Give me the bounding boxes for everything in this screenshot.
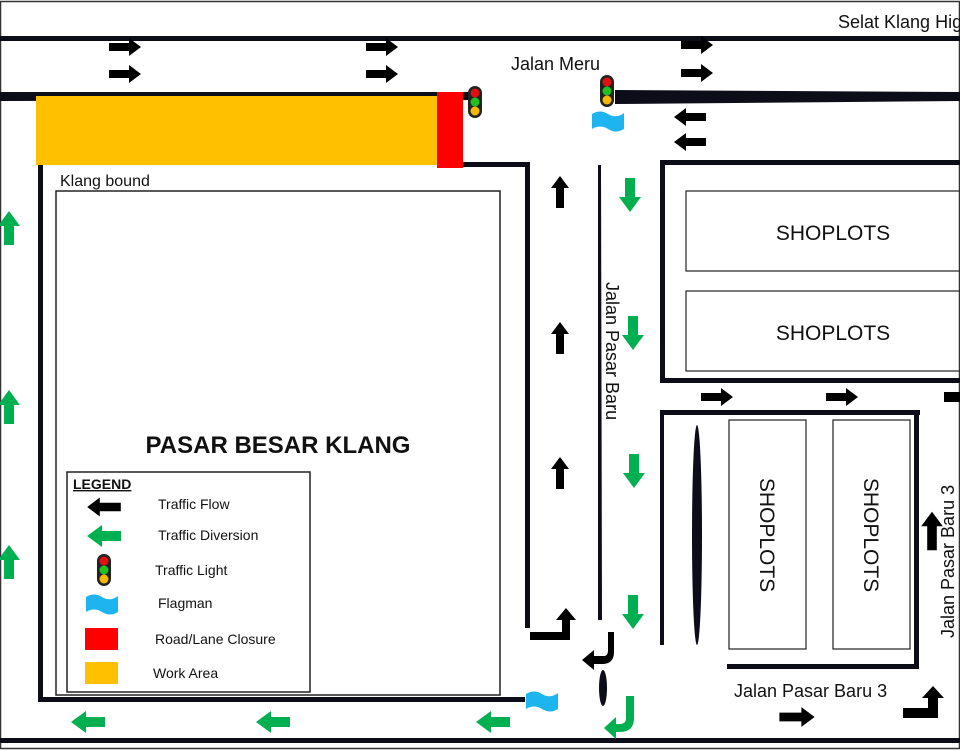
traffic-flow-arrow-icon bbox=[701, 388, 733, 406]
diversion-arrow-icon bbox=[476, 711, 510, 733]
work-area bbox=[36, 96, 440, 165]
diversion-arrow-icon bbox=[256, 711, 290, 733]
traffic-flow-arrow-icon bbox=[681, 64, 713, 82]
traffic-light-icon bbox=[468, 86, 482, 118]
jalan-pasar-baru-3-label: Jalan Pasar Baru 3 bbox=[734, 681, 887, 701]
jalan-meru-label: Jalan Meru bbox=[511, 54, 600, 74]
diversion-arrow-icon bbox=[0, 211, 20, 245]
diversion-arrow-icon bbox=[622, 595, 644, 629]
traffic-flow-arrow-icon bbox=[551, 176, 569, 208]
legend-title: LEGEND bbox=[73, 476, 131, 492]
turn-arrow-icon bbox=[530, 608, 576, 640]
shoplot-block bbox=[832, 419, 911, 650]
highway-label: Selat Klang Hig bbox=[838, 12, 960, 32]
traffic-light-icon bbox=[97, 554, 111, 586]
traffic-flow-arrow-icon bbox=[551, 322, 569, 354]
diversion-arrow-icon bbox=[0, 545, 20, 579]
legend-label: Traffic Light bbox=[155, 562, 227, 578]
flagman-icon bbox=[526, 691, 558, 712]
traffic-flow-arrow-icon bbox=[551, 457, 569, 489]
orange-square-icon bbox=[85, 662, 118, 684]
pasar-besar-label: PASAR BESAR KLANG bbox=[146, 432, 411, 459]
shoplot-block bbox=[728, 419, 807, 650]
legend-label: Work Area bbox=[153, 665, 218, 681]
u-turn-arrow-icon bbox=[582, 632, 614, 670]
shoplots-label: SHOPLOTS bbox=[859, 478, 882, 592]
lane-closure bbox=[437, 92, 463, 168]
traffic-light-icon bbox=[600, 75, 614, 107]
traffic-flow-arrow-icon bbox=[944, 392, 960, 402]
shoplots-label: SHOPLOTS bbox=[776, 222, 890, 245]
diversion-turn-arrow-icon bbox=[604, 696, 634, 739]
jalan-pasar-baru-3-vertical-label: Jalan Pasar Baru 3 bbox=[938, 485, 958, 638]
legend: LEGEND Traffic Flow Traffic Diversion Tr… bbox=[66, 471, 311, 693]
traffic-flow-arrow-icon bbox=[779, 707, 815, 727]
turn-arrow-icon bbox=[903, 686, 944, 718]
legend-label: Road/Lane Closure bbox=[155, 631, 276, 647]
jalan-pasar-baru-label: Jalan Pasar Baru bbox=[602, 282, 622, 420]
traffic-flow-arrow-icon bbox=[826, 388, 858, 406]
diversion-arrow-icon bbox=[622, 316, 644, 350]
shoplot-block bbox=[685, 190, 960, 272]
legend-label: Flagman bbox=[158, 595, 212, 611]
diversion-arrow-icon bbox=[619, 178, 641, 212]
pasar-besar-block bbox=[55, 190, 501, 696]
diversion-arrow-icon bbox=[623, 454, 645, 488]
traffic-flow-arrow-icon bbox=[674, 133, 706, 151]
diversion-arrow-icon bbox=[71, 711, 105, 733]
road-lines bbox=[0, 36, 960, 743]
traffic-flow-arrow-icon bbox=[109, 65, 141, 83]
shoplots-label: SHOPLOTS bbox=[755, 478, 778, 592]
traffic-flow-arrow-icon bbox=[366, 65, 398, 83]
klang-bound-label: Klang bound bbox=[60, 173, 150, 190]
legend-label: Traffic Flow bbox=[158, 496, 230, 512]
legend-label: Traffic Diversion bbox=[158, 527, 258, 543]
flagman-icon bbox=[592, 111, 624, 132]
red-square-icon bbox=[85, 628, 118, 650]
traffic-flow-arrow-icon bbox=[674, 108, 706, 126]
shoplots-label: SHOPLOTS bbox=[776, 322, 890, 345]
shoplot-block bbox=[685, 290, 960, 372]
diversion-arrow-icon bbox=[0, 390, 20, 424]
